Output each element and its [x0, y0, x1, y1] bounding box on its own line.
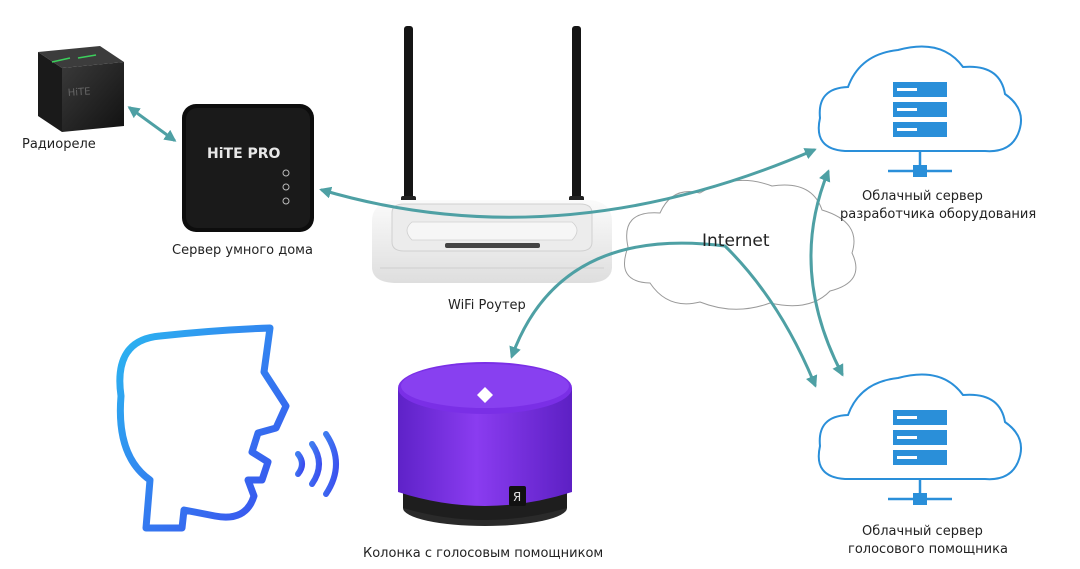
cloud-voice-label-line1: Облачный сервер: [862, 524, 983, 539]
smart-home-hub: HiTE PRO: [182, 104, 314, 232]
cloud-voice-label-line2: голосового помощника: [848, 542, 1008, 557]
server-icon: [893, 82, 947, 137]
arrow-hub-cloud-dev: [319, 148, 817, 219]
arrow-relay-hub: [127, 106, 177, 142]
cloud-icon: [817, 373, 1022, 481]
server-icon: [893, 410, 947, 465]
cloud-dev-label-line2: разработчика оборудования: [840, 207, 1037, 222]
sound-wave-icon: [323, 431, 339, 497]
radio-relay-device: HiTE: [38, 46, 124, 132]
speaking-head-icon: [116, 324, 339, 532]
smart-speaker: Я: [398, 362, 572, 526]
arrow-cloud-dev-cloud-voice: [809, 169, 844, 377]
router-label: WiFi Роутер: [448, 298, 526, 313]
cloud-icon: [817, 45, 1022, 153]
wifi-router: [372, 26, 612, 283]
cloud-developer-server: [817, 45, 1022, 177]
internet-label: Internet: [702, 231, 770, 251]
hub-led-globe-icon: [282, 183, 290, 191]
speaker-label: Колонка с голосовым помощником: [363, 546, 604, 561]
hub-label: Сервер умного дома: [172, 243, 313, 258]
speaker-logo: Я: [513, 490, 521, 504]
hub-led-power-icon: [282, 197, 290, 205]
connection-arrows: [127, 106, 844, 388]
svg-text:HiTE: HiTE: [67, 86, 90, 99]
hub-logo: HiTE PRO: [207, 146, 281, 162]
arrow-speaker-cloud-voice: [509, 241, 818, 388]
sound-wave-icon: [295, 451, 305, 477]
cloud-dev-label-line1: Облачный сервер: [862, 189, 983, 204]
sound-wave-icon: [309, 441, 322, 487]
relay-label: Радиореле: [22, 137, 96, 152]
cloud-voice-server: [817, 373, 1022, 505]
hub-led-wifi-icon: [282, 169, 290, 177]
